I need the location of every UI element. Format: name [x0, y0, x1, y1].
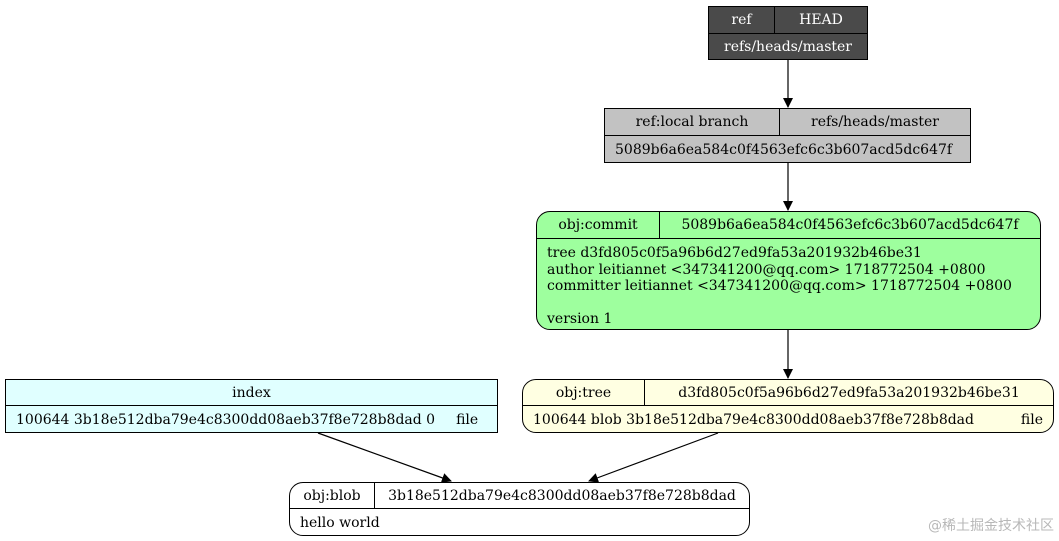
tree-type: obj:tree — [555, 384, 612, 401]
head-ref-node[interactable]: ref HEAD refs/heads/master — [708, 6, 868, 60]
index-entry-row: 100644 3b18e512dba79e4c8300dd08aeb37f8e7… — [6, 406, 497, 432]
tree-header: obj:tree d3fd805c0f5a96b6d27ed9fa53a2019… — [523, 380, 1053, 406]
edge-index-to-blob — [317, 432, 452, 483]
index-header: index — [6, 380, 497, 406]
blob-type: obj:blob — [303, 487, 361, 504]
commit-type: obj:commit — [558, 217, 638, 233]
tree-entry: 100644 blob 3b18e512dba79e4c8300dd08aeb3… — [533, 411, 974, 428]
local-branch-node[interactable]: ref:local branch refs/heads/master 5089b… — [604, 108, 971, 163]
tree-hash: d3fd805c0f5a96b6d27ed9fa53a201932b46be31 — [644, 380, 1053, 405]
index-entry: 100644 3b18e512dba79e4c8300dd08aeb37f8e7… — [16, 411, 436, 428]
head-ref-header: ref HEAD — [709, 7, 867, 34]
tree-object-node[interactable]: obj:tree d3fd805c0f5a96b6d27ed9fa53a2019… — [522, 379, 1054, 433]
blob-header: obj:blob 3b18e512dba79e4c8300dd08aeb37f8… — [290, 483, 749, 509]
commit-hash: 5089b6a6ea584c0f4563efc6c3b607acd5dc647f — [659, 212, 1040, 238]
tree-entry-row: 100644 blob 3b18e512dba79e4c8300dd08aeb3… — [523, 406, 1053, 432]
local-branch-name: refs/heads/master — [779, 109, 970, 135]
edge-tree-to-blob — [588, 432, 719, 483]
blob-hash: 3b18e512dba79e4c8300dd08aeb37f8e728b8dad — [374, 483, 749, 508]
local-branch-type: ref:local branch — [635, 114, 749, 130]
head-ref-type: ref — [731, 12, 752, 28]
watermark-text: @稀土掘金技术社区 — [928, 518, 1054, 534]
local-branch-header: ref:local branch refs/heads/master — [605, 109, 970, 136]
tree-entry-name: file — [1020, 411, 1043, 428]
index-node[interactable]: index 100644 3b18e512dba79e4c8300dd08aeb… — [5, 379, 498, 433]
blob-content: hello world — [300, 514, 380, 531]
index-title: index — [232, 384, 271, 401]
index-entry-name: file — [456, 411, 479, 428]
local-branch-hash: 5089b6a6ea584c0f4563efc6c3b607acd5dc647f — [615, 141, 953, 158]
commit-header: obj:commit 5089b6a6ea584c0f4563efc6c3b60… — [537, 212, 1040, 239]
head-ref-name: HEAD — [774, 7, 867, 33]
commit-content: tree d3fd805c0f5a96b6d27ed9fa53a201932b4… — [547, 245, 1012, 327]
head-ref-target: refs/heads/master — [724, 39, 852, 55]
blob-object-node[interactable]: obj:blob 3b18e512dba79e4c8300dd08aeb37f8… — [289, 482, 750, 536]
commit-object-node[interactable]: obj:commit 5089b6a6ea584c0f4563efc6c3b60… — [536, 211, 1041, 330]
